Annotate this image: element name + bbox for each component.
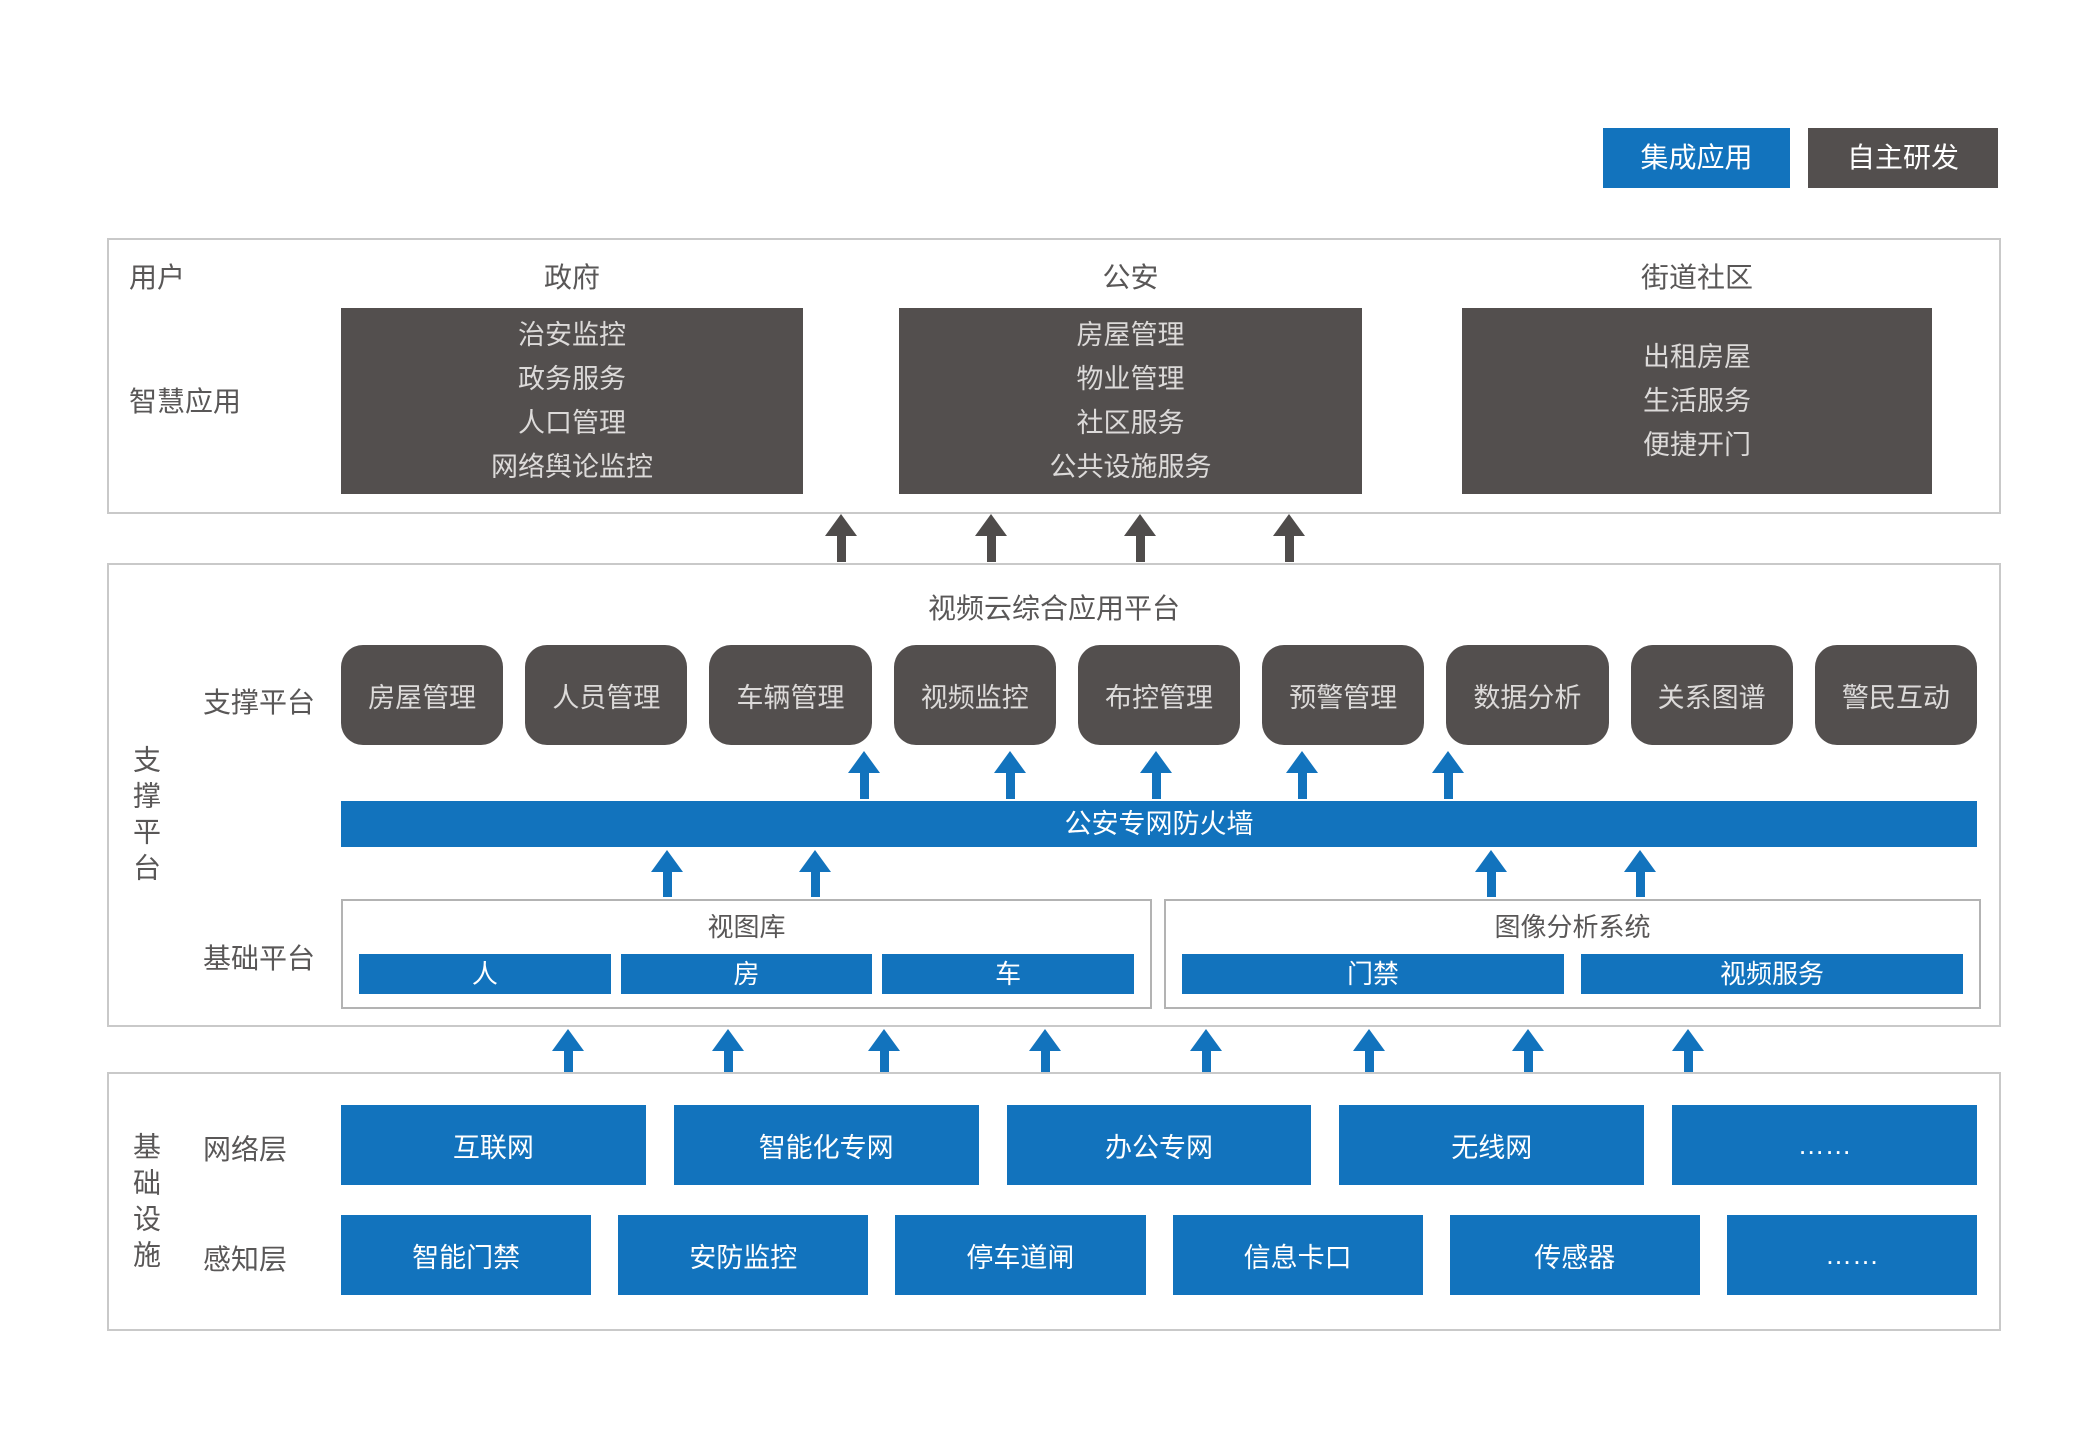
app-item: 治安监控 [518, 320, 626, 350]
app-item: 公共设施服务 [1049, 452, 1212, 482]
app-item: 便捷开门 [1643, 430, 1751, 460]
legend-self-developed: 自主研发 [1808, 128, 1998, 188]
support-apps-row: 房屋管理 人员管理 车辆管理 视频监控 布控管理 预警管理 数据分析 关系图谱 … [341, 645, 1977, 745]
smart-apps-label: 智慧应用 [129, 386, 242, 417]
up-arrow-icon [994, 751, 1026, 799]
up-arrow-icon [1512, 1029, 1544, 1072]
up-arrow-icon [1353, 1029, 1385, 1072]
users-label: 用户 [129, 262, 186, 293]
video-library-title: 视图库 [707, 912, 786, 942]
community-apps-box: 出租房屋 生活服务 便捷开门 [1462, 308, 1932, 494]
sensor-item: 信息卡口 [1172, 1215, 1423, 1295]
analysis-item: 视频服务 [1581, 954, 1963, 994]
support-app-chip: 警民互动 [1814, 645, 1977, 745]
column-header-government: 政府 [543, 262, 600, 293]
sensor-item: 传感器 [1449, 1215, 1700, 1295]
app-item: 社区服务 [1076, 408, 1185, 438]
support-app-chip: 关系图谱 [1630, 645, 1793, 745]
legend-integrated-application: 集成应用 [1603, 128, 1790, 188]
app-item: 房屋管理 [1076, 320, 1185, 350]
support-app-chip: 车辆管理 [709, 645, 872, 745]
support-platform-section: 视频云综合应用平台 支撑平台 支撑平台 房屋管理 人员管理 车辆管理 视频监控 … [107, 563, 2001, 1027]
up-arrow-icon [1475, 850, 1507, 897]
up-arrow-icon [848, 751, 880, 799]
sensor-layer-label: 感知层 [203, 1244, 288, 1275]
sensor-item: 停车道闸 [895, 1215, 1146, 1295]
support-app-chip: 人员管理 [525, 645, 688, 745]
up-arrow-icon [1672, 1029, 1704, 1072]
app-item: 网络舆论监控 [491, 452, 653, 482]
column-header-community: 街道社区 [1640, 262, 1753, 293]
app-item: 生活服务 [1643, 386, 1751, 416]
up-arrow-icon [712, 1029, 744, 1072]
app-item: 政务服务 [518, 364, 626, 394]
users-section: 用户 智慧应用 政府 公安 街道社区 治安监控 政务服务 人口管理 网络舆论监控… [107, 238, 2001, 514]
sensor-item: …… [1726, 1215, 1978, 1295]
up-arrow-icon [1273, 514, 1305, 562]
up-arrow-icon [975, 514, 1007, 562]
network-layer-label: 网络层 [203, 1134, 288, 1165]
library-item: 车 [882, 954, 1135, 994]
up-arrow-icon [651, 850, 683, 897]
support-app-chip: 布控管理 [1077, 645, 1241, 745]
app-item: 人口管理 [518, 408, 626, 438]
support-app-chip: 视频监控 [893, 645, 1056, 745]
app-item: 出租房屋 [1643, 342, 1751, 372]
library-item: 人 [359, 954, 611, 994]
up-arrow-icon [799, 850, 831, 897]
image-analysis-box: 图像分析系统 门禁 视频服务 [1164, 899, 1981, 1009]
support-app-chip: 数据分析 [1446, 645, 1609, 745]
network-item: 互联网 [341, 1105, 646, 1185]
police-apps-box: 房屋管理 物业管理 社区服务 公共设施服务 [899, 308, 1362, 494]
app-item: 物业管理 [1076, 364, 1185, 394]
sensor-item: 智能门禁 [341, 1215, 592, 1295]
up-arrow-icon [1286, 751, 1318, 799]
video-cloud-platform-title: 视频云综合应用平台 [927, 593, 1180, 624]
support-app-chip: 预警管理 [1262, 645, 1425, 745]
network-item: 无线网 [1339, 1105, 1645, 1185]
image-analysis-items: 门禁 视频服务 [1182, 954, 1963, 994]
video-library-items: 人 房 车 [359, 954, 1135, 994]
infrastructure-side-label: 基础设施 [130, 1132, 161, 1276]
support-row-label: 支撑平台 [203, 687, 316, 718]
analysis-item: 门禁 [1182, 954, 1564, 994]
up-arrow-icon [1190, 1029, 1222, 1072]
network-item: 办公专网 [1006, 1105, 1312, 1185]
image-analysis-title: 图像分析系统 [1494, 912, 1651, 942]
up-arrow-icon [1029, 1029, 1061, 1072]
police-firewall-bar: 公安专网防火墙 [341, 801, 1977, 847]
network-item: …… [1672, 1105, 1977, 1185]
up-arrow-icon [1624, 850, 1656, 897]
network-item: 智能化专网 [673, 1105, 979, 1185]
support-platform-side-label: 支撑平台 [130, 745, 161, 889]
video-library-box: 视图库 人 房 车 [341, 899, 1152, 1009]
base-platform-row-label: 基础平台 [203, 943, 316, 974]
up-arrow-icon [868, 1029, 900, 1072]
support-app-chip: 房屋管理 [341, 645, 504, 745]
sensor-layer-row: 智能门禁 安防监控 停车道闸 信息卡口 传感器 …… [341, 1215, 1978, 1295]
up-arrow-icon [1124, 514, 1156, 562]
up-arrow-icon [825, 514, 857, 562]
column-header-police: 公安 [1102, 262, 1159, 293]
up-arrow-icon [1432, 751, 1464, 799]
sensor-item: 安防监控 [618, 1215, 869, 1295]
network-layer-row: 互联网 智能化专网 办公专网 无线网 …… [341, 1105, 1977, 1185]
infrastructure-section: 基础设施 网络层 互联网 智能化专网 办公专网 无线网 …… 感知层 智能门禁 … [107, 1072, 2001, 1331]
up-arrow-icon [1140, 751, 1172, 799]
government-apps-box: 治安监控 政务服务 人口管理 网络舆论监控 [341, 308, 803, 494]
library-item: 房 [620, 954, 873, 994]
up-arrow-icon [552, 1029, 584, 1072]
